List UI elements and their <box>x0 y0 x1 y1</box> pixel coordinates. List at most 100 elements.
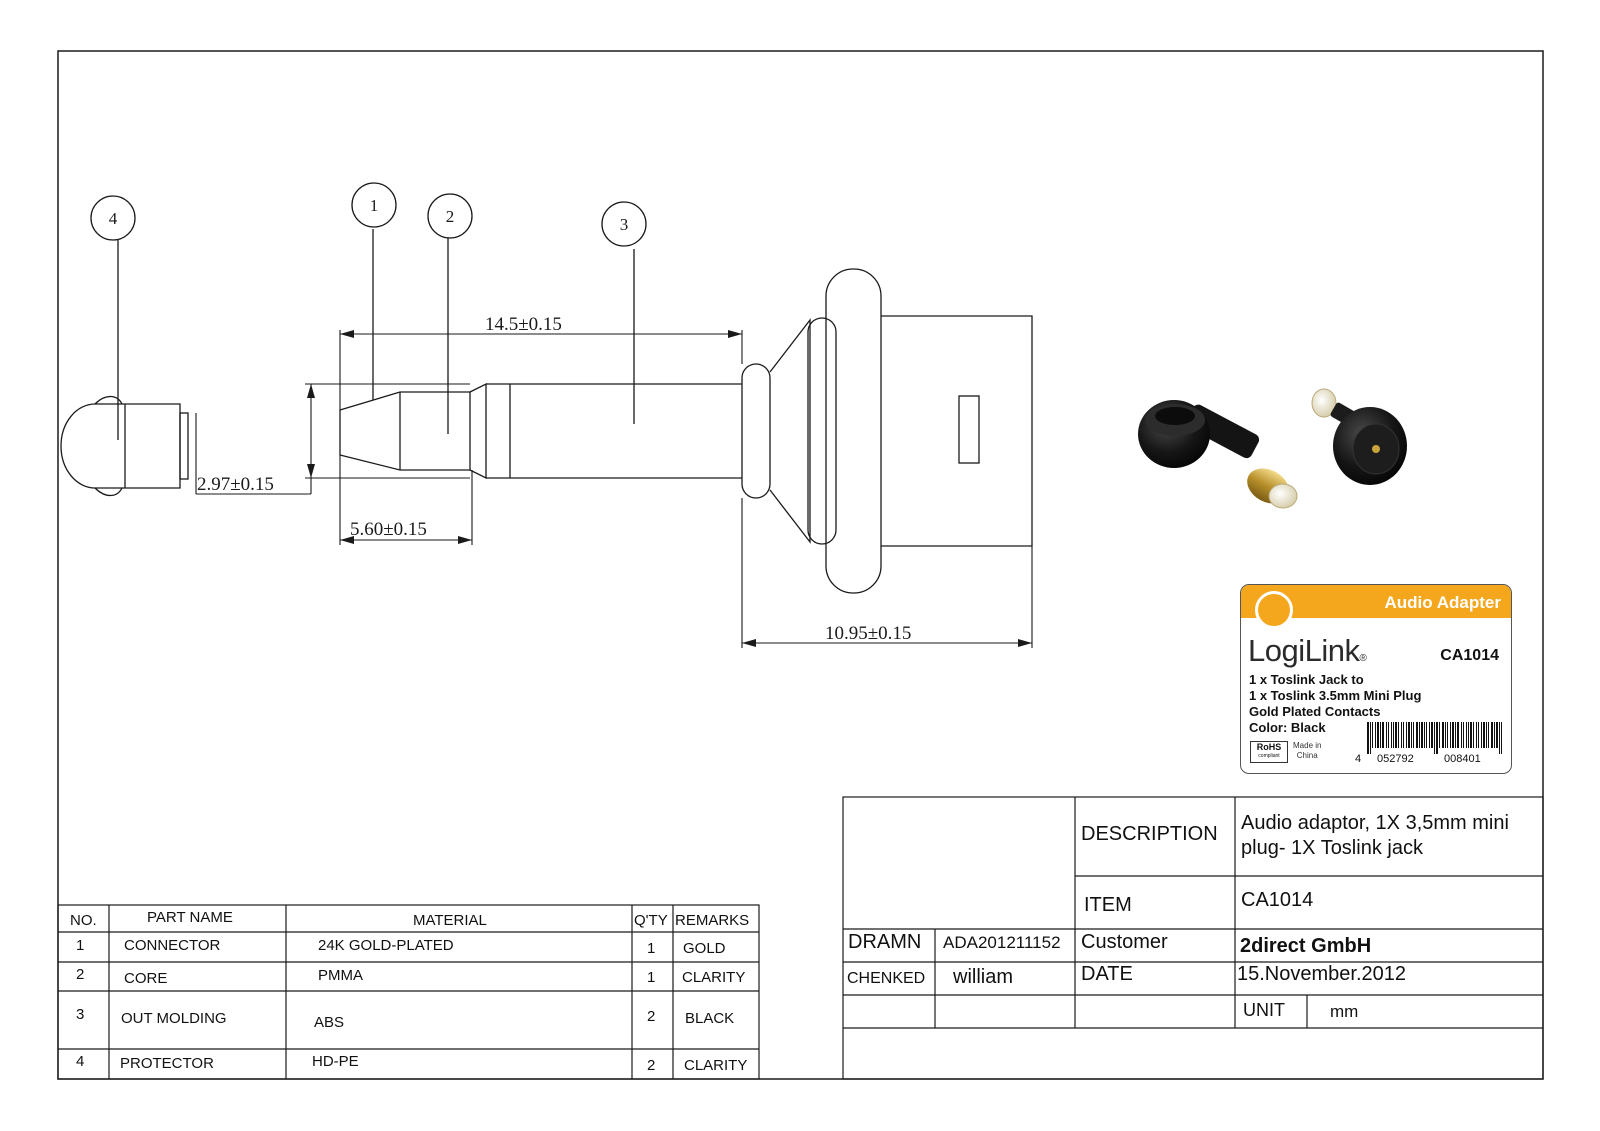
parts-row-4-material: HD-PE <box>312 1053 359 1070</box>
plug-drawing <box>60 268 1033 594</box>
description-label: DESCRIPTION <box>1081 823 1218 845</box>
barcode-bar <box>1447 722 1448 748</box>
date-label: DATE <box>1081 963 1133 985</box>
product-photo <box>1138 388 1407 509</box>
barcode-bar <box>1393 722 1394 748</box>
barcode-bar <box>1382 722 1384 748</box>
sheet-border <box>57 50 1544 1080</box>
barcode-bar <box>1416 722 1418 748</box>
barcode-bar <box>1380 722 1381 748</box>
callout-label-2: 2 <box>446 207 455 226</box>
label-line-3: Gold Plated Contacts <box>1249 704 1381 719</box>
product-left-piece <box>1138 400 1298 509</box>
barcode-bar <box>1478 722 1479 748</box>
barcode-bar <box>1436 722 1438 754</box>
barcode-bar <box>1426 722 1427 748</box>
customer-value: 2direct GmbH <box>1240 935 1372 957</box>
unit-label: UNIT <box>1243 1000 1285 1020</box>
product-right-piece <box>1311 388 1407 485</box>
parts-row-2-qty: 1 <box>647 969 656 986</box>
barcode-bar <box>1455 722 1456 748</box>
parts-row-1-part-name: CONNECTOR <box>124 937 221 954</box>
barcode-bar <box>1473 722 1474 748</box>
parts-row-2-remarks: CLARITY <box>682 969 746 986</box>
dim-diameter: 2.97±0.15 <box>197 474 274 495</box>
callout-label-4: 4 <box>109 209 118 228</box>
barcode-bar <box>1395 722 1397 748</box>
barcode-bar <box>1391 722 1392 748</box>
housing <box>881 315 1033 547</box>
barcode-bar <box>1450 722 1451 748</box>
description-line-2: plug- 1X Toslink jack <box>1241 837 1423 859</box>
barcode-bar <box>1429 722 1430 748</box>
barcode-bar <box>1434 722 1435 754</box>
item-label: ITEM <box>1084 894 1132 916</box>
parts-table-grid <box>57 904 760 1080</box>
barcode-bar <box>1442 722 1444 748</box>
parts-row-1-qty: 1 <box>647 940 656 957</box>
unit-value: mm <box>1330 1002 1359 1021</box>
parts-row-1-remarks: GOLD <box>683 940 726 957</box>
callout-label-1: 1 <box>370 196 379 215</box>
rohs-sub-text: compliant <box>1258 753 1280 759</box>
barcode-bar <box>1419 722 1420 748</box>
barcode-bar <box>1375 722 1376 748</box>
dim-body-length: 10.95±0.15 <box>825 623 911 644</box>
checked-value: william <box>953 966 1013 988</box>
barcode-bar <box>1439 722 1440 748</box>
parts-row-1-no: 1 <box>76 937 85 954</box>
description-line-1: Audio adaptor, 1X 3,5mm mini <box>1241 812 1509 834</box>
parts-row-4-qty: 2 <box>647 1057 656 1074</box>
rohs-text: RoHS <box>1256 742 1282 752</box>
barcode-bar <box>1388 722 1389 748</box>
label-line-2: 1 x Toslink 3.5mm Mini Plug <box>1249 688 1422 703</box>
made-in-line-2: China <box>1296 751 1318 760</box>
large-flange-back <box>807 317 837 545</box>
barcode-bar <box>1457 722 1459 748</box>
callout-circle-4 <box>90 195 136 241</box>
parts-row-3-remarks: BLACK <box>685 1010 735 1027</box>
callout-circle-3 <box>601 201 647 247</box>
barcode-bar <box>1488 722 1489 748</box>
barcode-bar <box>1421 722 1423 748</box>
dimension-lines <box>195 330 1033 648</box>
housing-slot <box>958 395 980 464</box>
barcode-bar <box>1470 722 1472 748</box>
barcode-bar <box>1468 722 1469 748</box>
parts-header-no: NO. <box>70 912 97 929</box>
barcode-bar <box>1431 722 1433 748</box>
barcode-bar <box>1408 722 1410 748</box>
barcode-bar <box>1401 722 1402 748</box>
logilink-logo: LogiLink® <box>1248 633 1367 669</box>
barcode-bar <box>1445 722 1446 748</box>
large-flange <box>825 268 882 594</box>
parts-header-part-name: PART NAME <box>147 909 233 926</box>
parts-row-2-no: 2 <box>76 966 85 983</box>
barcode-bar <box>1476 722 1477 748</box>
barcode-bar <box>1377 722 1379 748</box>
label-line-4: Color: Black <box>1249 720 1326 735</box>
callout-label-3: 3 <box>620 215 629 234</box>
dimension-arrows <box>307 330 1032 647</box>
barcode-bar <box>1499 722 1500 754</box>
barcode-bar <box>1411 722 1412 748</box>
barcode-bar <box>1483 722 1485 748</box>
parts-row-3-no: 3 <box>76 1006 85 1023</box>
barcode-bar <box>1372 722 1373 748</box>
drawn-value: ADA201211152 <box>943 933 1061 952</box>
barcode-bar <box>1486 722 1487 748</box>
barcode-bar <box>1424 722 1425 748</box>
drawn-label: DRAMN <box>848 931 922 953</box>
callout-leaders <box>117 229 635 440</box>
barcode-bar <box>1491 722 1493 748</box>
barcode <box>1367 722 1502 754</box>
neck-groove <box>469 382 487 480</box>
label-line-1: 1 x Toslink Jack to <box>1249 672 1364 687</box>
parts-row-1-material: 24K GOLD-PLATED <box>318 937 454 954</box>
label-product-code: CA1014 <box>1440 647 1499 664</box>
parts-row-3-part-name: OUT MOLDING <box>121 1010 227 1027</box>
logilink-registered-mark: ® <box>1359 653 1367 664</box>
barcode-bar <box>1403 722 1404 748</box>
